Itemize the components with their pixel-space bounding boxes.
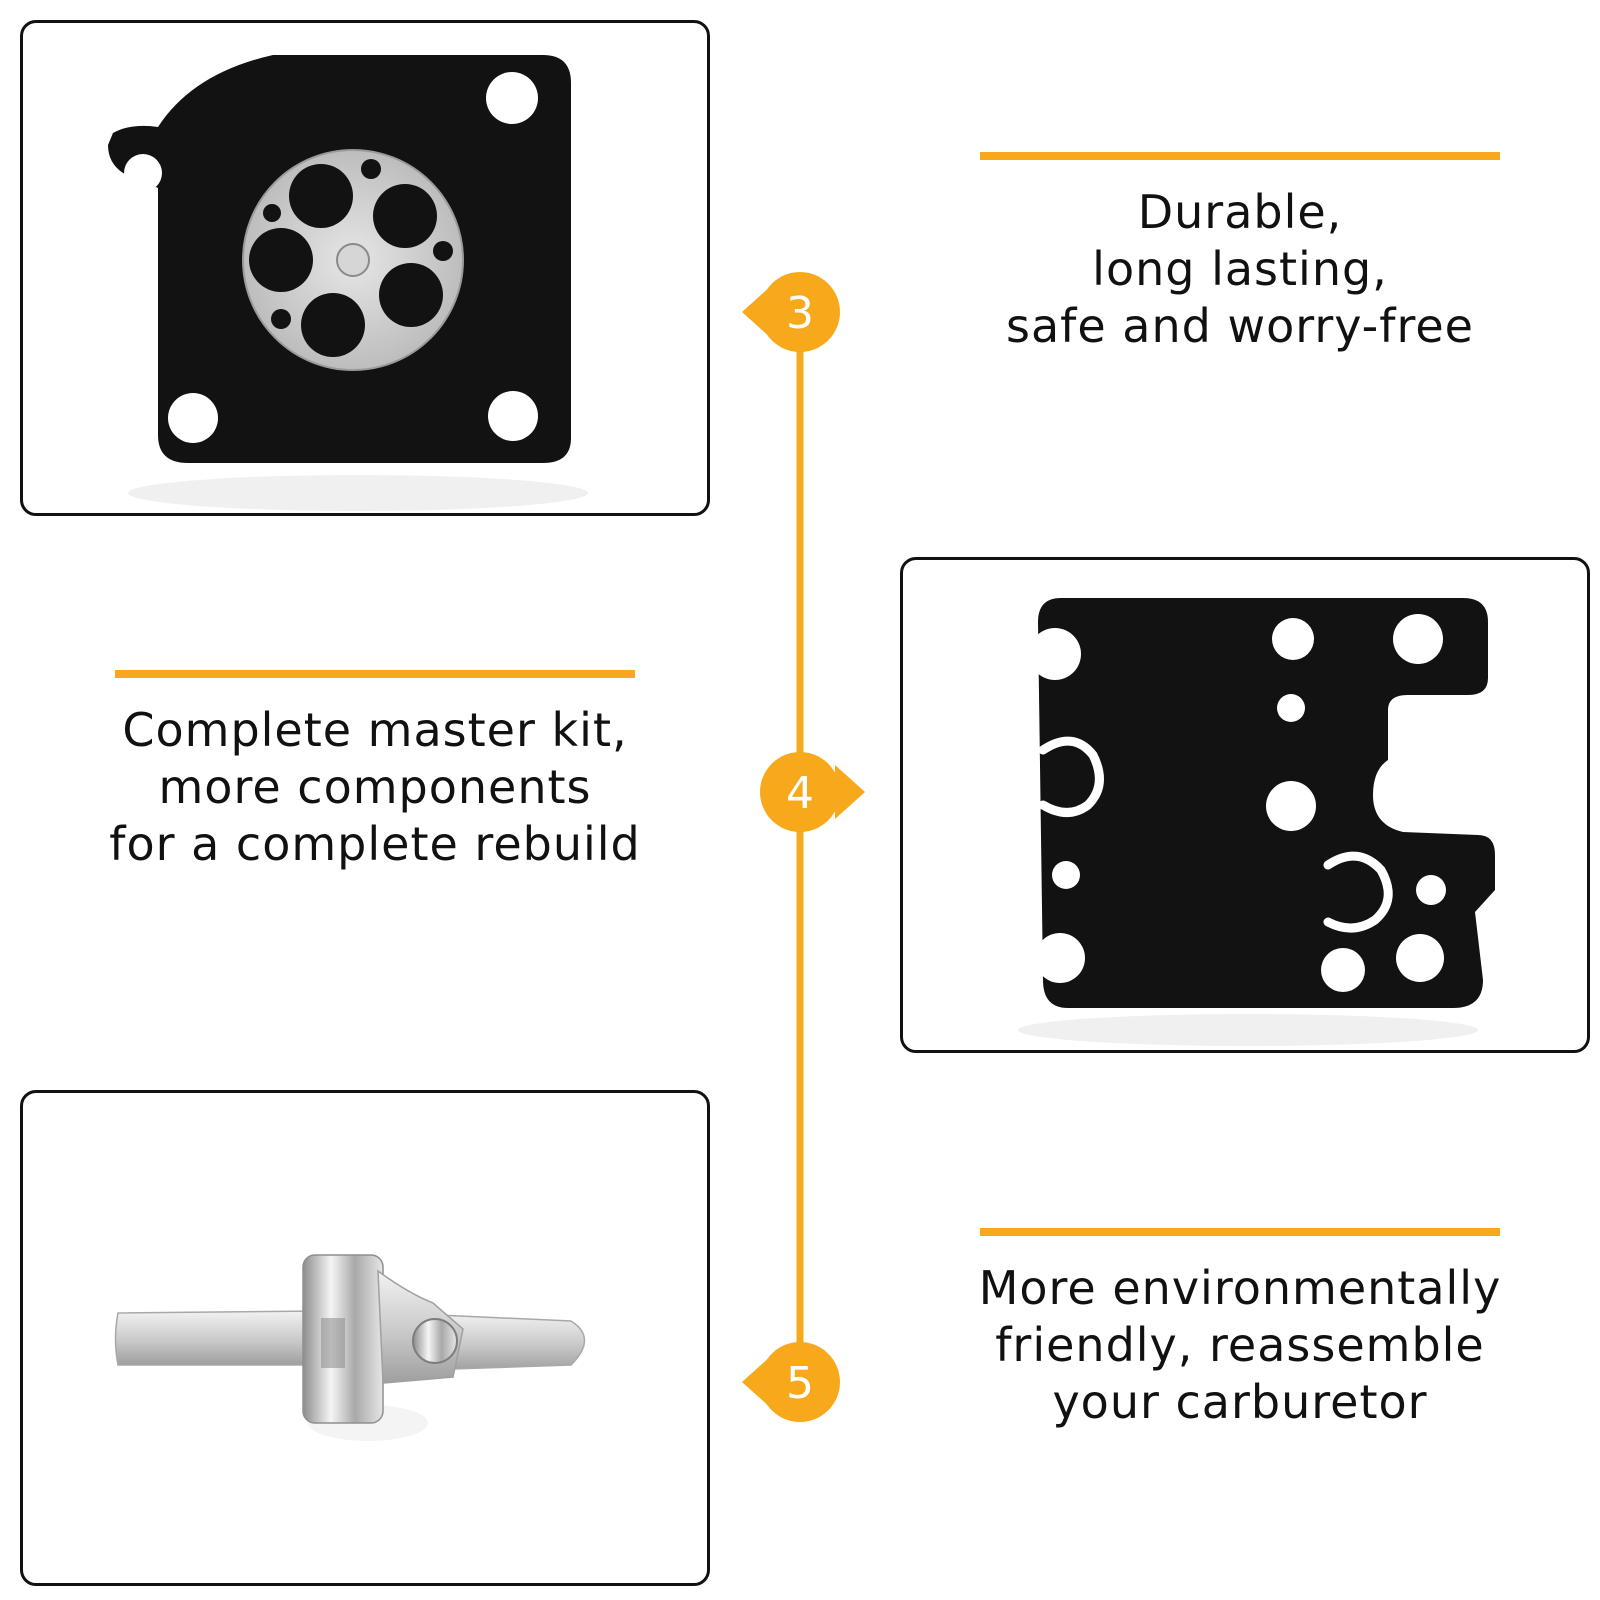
step-marker-4: 4 [760, 752, 865, 832]
step-marker-3: 3 [742, 272, 840, 352]
diaphragm-gasket-icon [108, 55, 588, 511]
metal-lever-icon [114, 1254, 586, 1441]
product-image-gasket-plate [900, 557, 1590, 1053]
feature-line: safe and worry-free [1006, 299, 1474, 353]
product-image-metal-lever [20, 1090, 710, 1586]
feature-line: your carburetor [1052, 1375, 1428, 1429]
feature-line: Durable, [1137, 185, 1343, 239]
accent-bar [115, 670, 635, 678]
accent-bar [980, 1228, 1500, 1236]
feature-line: long lasting, [1092, 242, 1388, 296]
feature-durable: Durable, long lasting, safe and worry-fr… [960, 152, 1520, 355]
step-number: 5 [786, 1358, 814, 1409]
step-number: 3 [786, 288, 814, 339]
feature-eco-friendly: More environmentally friendly, reassembl… [960, 1228, 1520, 1431]
feature-line: more components [158, 760, 592, 814]
feature-line: for a complete rebuild [109, 817, 641, 871]
feature-line: friendly, reassemble [995, 1318, 1485, 1372]
carburetor-gasket-plate-icon [1018, 598, 1495, 1046]
feature-line: Complete master kit, [122, 703, 628, 757]
product-image-diaphragm [20, 20, 710, 516]
feature-line: More environmentally [978, 1261, 1502, 1315]
feature-complete-kit: Complete master kit, more components for… [95, 670, 655, 873]
accent-bar [980, 152, 1500, 160]
step-marker-5: 5 [742, 1342, 840, 1422]
step-number: 4 [786, 768, 814, 819]
